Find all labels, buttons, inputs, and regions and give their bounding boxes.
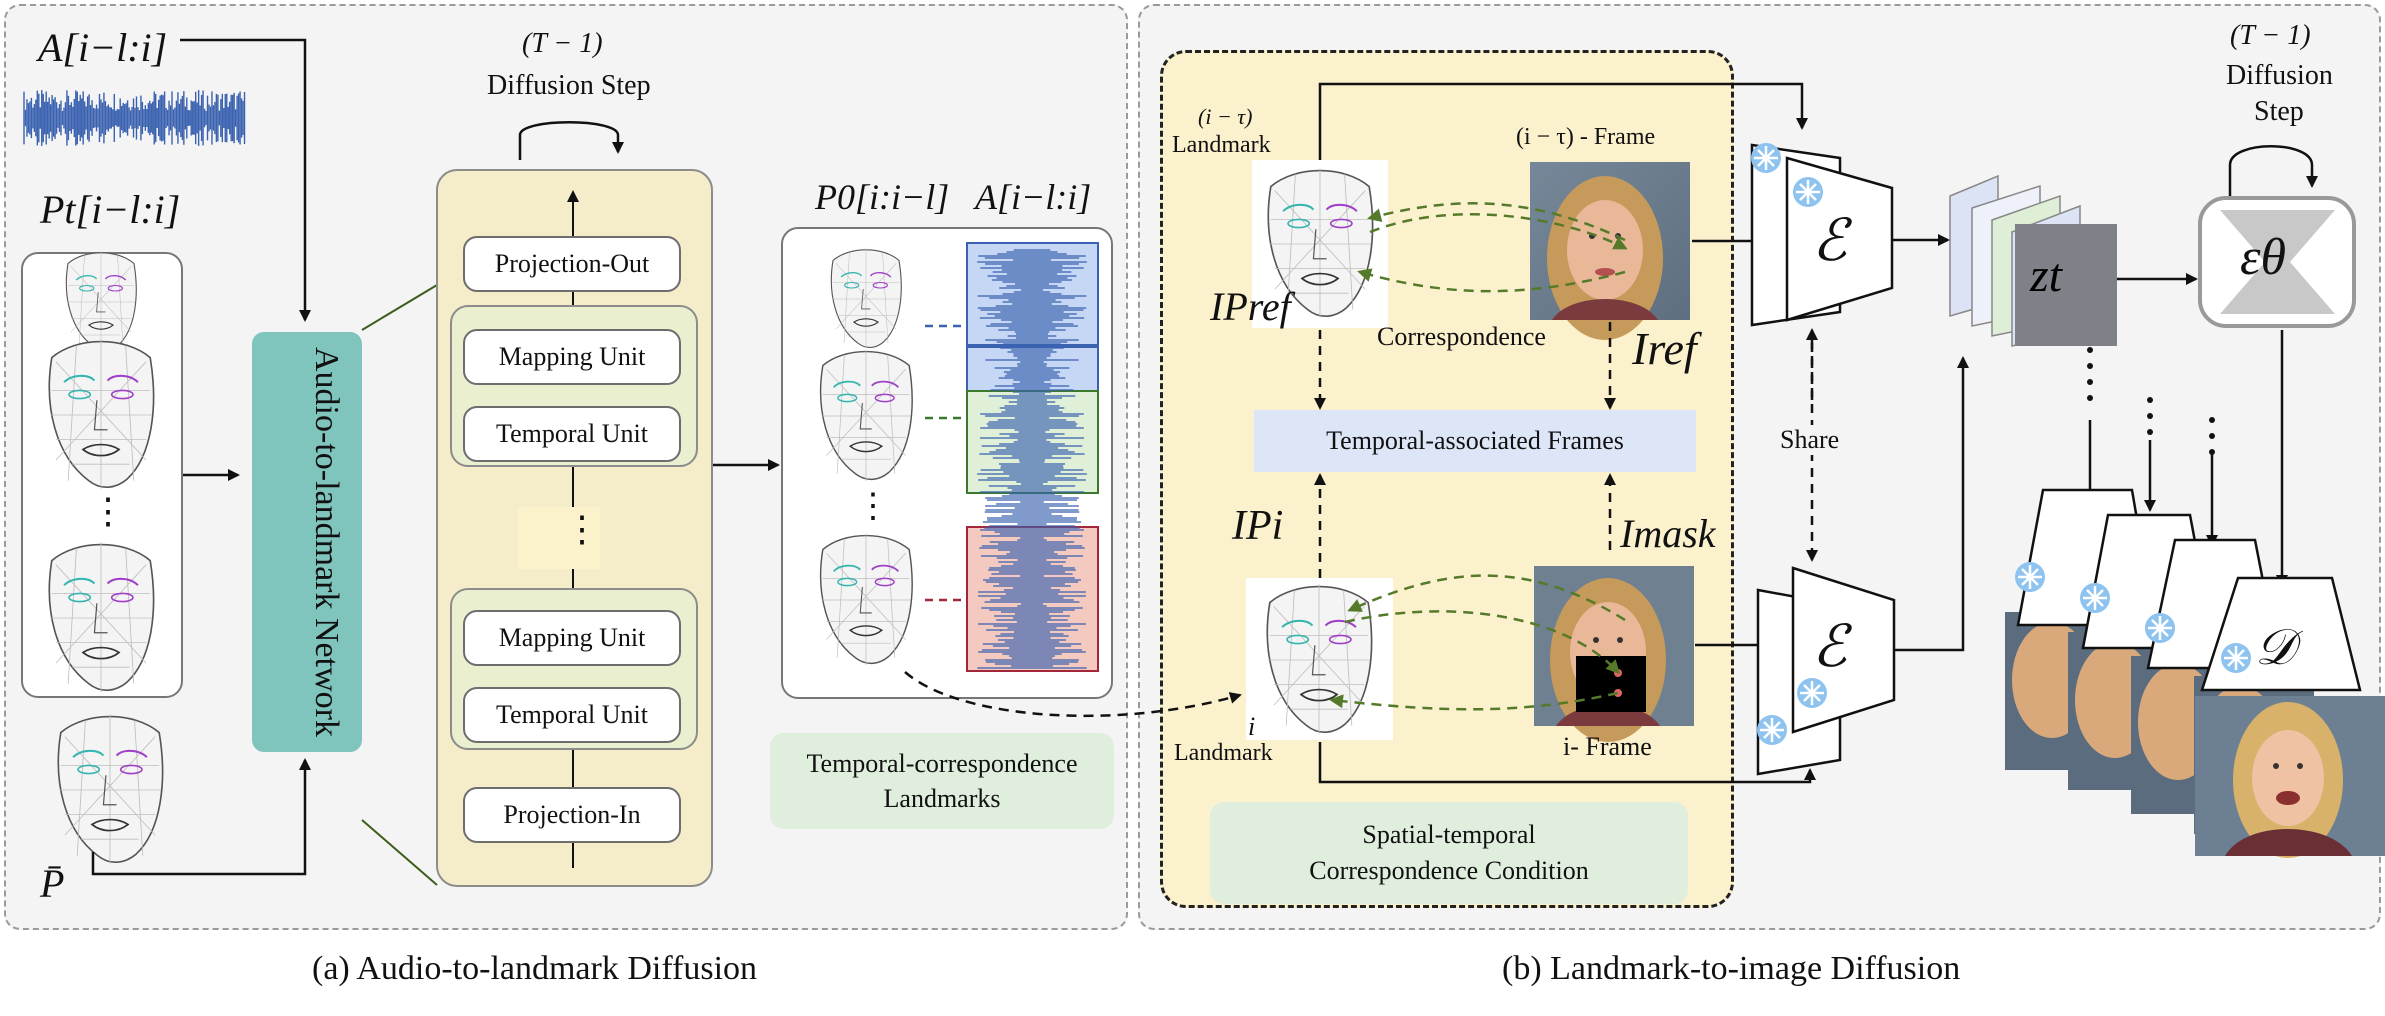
- mask-math: Imask: [1620, 511, 1716, 556]
- encoder-bottom-symbol: ℰ: [1812, 614, 1848, 679]
- reference-frame-image: [1530, 162, 1690, 340]
- latent-symbol: zt: [2030, 249, 2063, 302]
- mapping-unit-2: Mapping Unit: [463, 610, 681, 666]
- output-frames: [2005, 612, 2385, 858]
- output-landmark-label: P0[i:i−l]: [815, 177, 950, 217]
- stc-condition-label: Spatial-temporal Correspondence Conditio…: [1210, 802, 1688, 904]
- correspondence-label: Correspondence: [1377, 322, 1546, 351]
- audio-input-label: A[i−l:i]: [38, 25, 168, 70]
- diffusion-step-top-label-b: (T − 1): [2230, 20, 2311, 51]
- share-label: Share: [1780, 425, 1840, 455]
- ref-landmark-top-label: (i − τ): [1198, 104, 1253, 129]
- diffusion-step-label-b1: Diffusion: [2226, 60, 2333, 91]
- encoder-top: [1749, 141, 1894, 327]
- mapping-unit-1: Mapping Unit: [463, 329, 681, 385]
- audio-to-landmark-network: Audio-to-landmark Network: [252, 332, 362, 752]
- diffusion-step-label-b2: Step: [2254, 96, 2304, 127]
- ref-frame-label: (i − τ) - Frame: [1516, 124, 1656, 150]
- latent-stack: [1949, 174, 2117, 347]
- network-label: Audio-to-landmark Network: [308, 347, 345, 737]
- ref-landmark-math: IPref: [1210, 284, 1291, 329]
- audio-waveform-icon: [23, 90, 246, 146]
- sequence-dots: ⋮: [90, 491, 126, 531]
- current-frame-masked-image: [1534, 566, 1694, 742]
- current-landmark-label: Landmark: [1174, 740, 1273, 766]
- denoiser-symbol: εθ: [2240, 229, 2287, 286]
- current-landmark-math: IPi: [1232, 503, 1284, 549]
- encoder-top-symbol: ℰ: [1812, 208, 1848, 273]
- denoiser-unet: [2198, 196, 2356, 328]
- audio-waveform-icon: [977, 249, 1087, 669]
- current-frame-label: i- Frame: [1563, 732, 1652, 761]
- projection-in-unit: Projection-In: [463, 787, 681, 843]
- landmark-sequence-label: Pt[i−l:i]: [40, 187, 181, 232]
- decoder-stack: [2013, 488, 2362, 692]
- temporal-associated-frames: Temporal-associated Frames: [1326, 426, 1624, 455]
- current-landmark-index: i: [1248, 712, 1256, 741]
- ref-image-math: Iref: [1632, 323, 1697, 374]
- decoder-symbol: 𝒟: [2255, 619, 2295, 675]
- mean-face-landmark-icon: [57, 713, 164, 865]
- unit-dots: ⋮: [564, 509, 600, 549]
- panel-b-caption: (b) Landmark-to-image Diffusion: [1502, 950, 1961, 987]
- temporal-unit-1: Temporal Unit: [463, 406, 681, 462]
- ref-landmark-label: Landmark: [1172, 132, 1271, 158]
- stc-line-1: Spatial-temporal: [1362, 819, 1536, 849]
- temporal-unit-2: Temporal Unit: [463, 687, 681, 743]
- stc-line-2: Correspondence Condition: [1309, 856, 1589, 885]
- output-audio-label: A[i−l:i]: [975, 177, 1092, 217]
- projection-out-unit: Projection-Out: [463, 236, 681, 292]
- mean-landmark-label: P̄: [40, 861, 65, 906]
- output-dots: ⋮: [856, 488, 890, 525]
- panel-a-caption: (a) Audio-to-landmark Diffusion: [312, 950, 758, 987]
- diffusion-step-top-label: (T − 1): [522, 28, 603, 59]
- tc-landmarks-label: Temporal-correspondence Landmarks: [770, 733, 1114, 829]
- encoder-bottom: [1755, 566, 1896, 776]
- correspondence-arrows: [1329, 202, 1628, 711]
- diffusion-step-label: Diffusion Step: [487, 70, 651, 101]
